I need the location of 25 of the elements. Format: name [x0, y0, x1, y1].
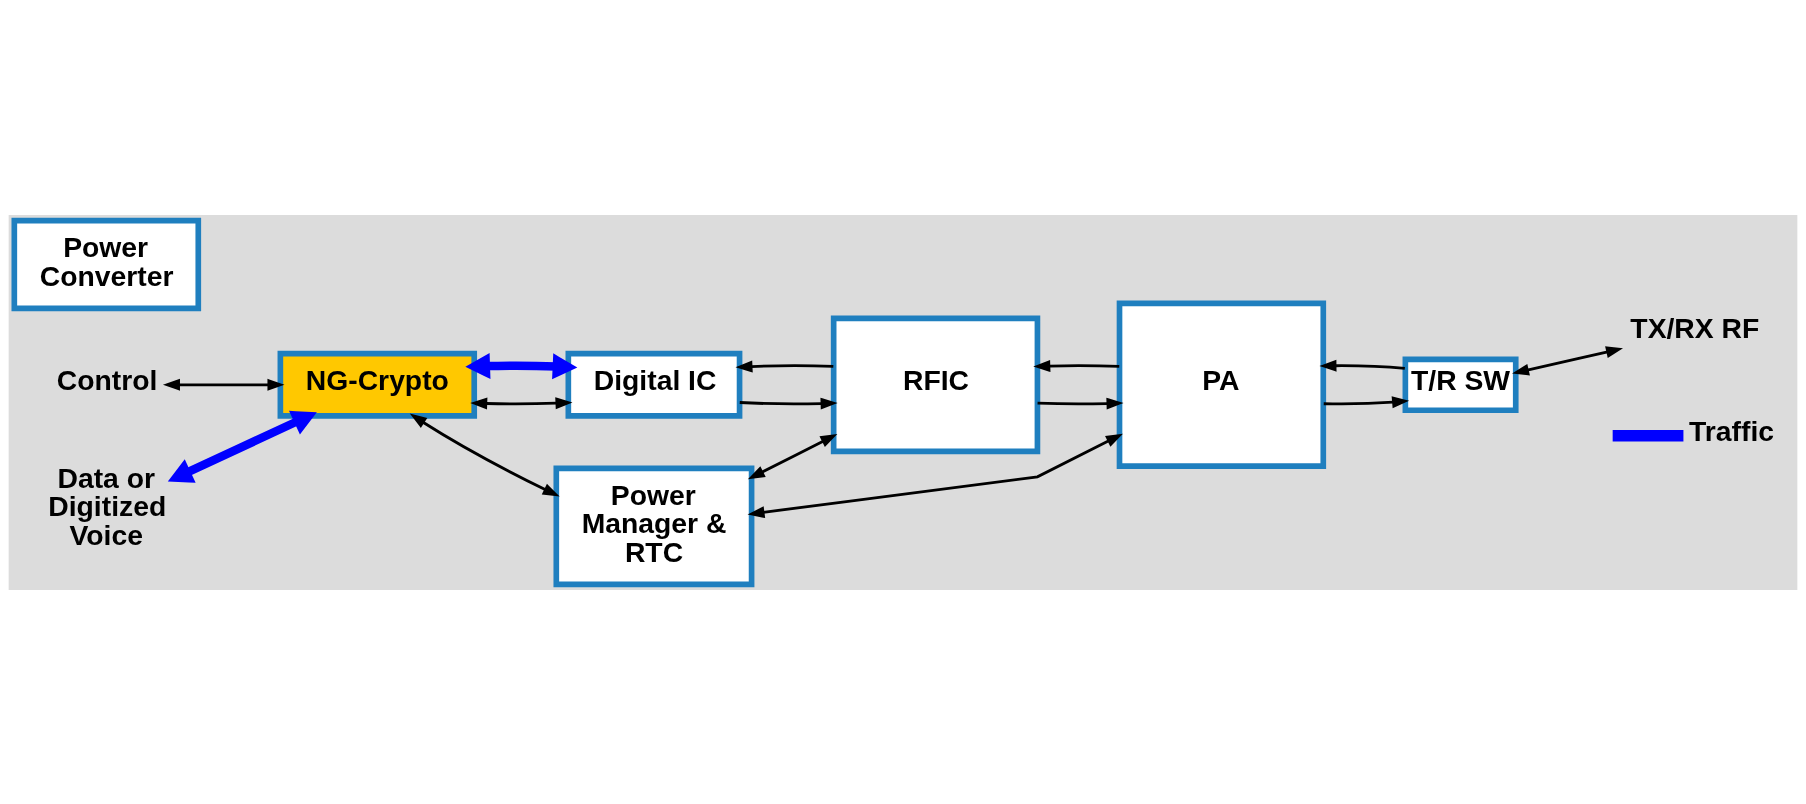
arrow	[162, 378, 285, 391]
node-box: T/R SW	[1402, 356, 1519, 413]
arrow	[747, 433, 838, 479]
node-text: TX/RX RF	[1630, 311, 1760, 344]
arrow	[747, 433, 1123, 518]
node-box: Power Manager & RTC	[553, 464, 755, 587]
node-box: PA	[1116, 300, 1327, 469]
node-text: Data or Digitized Voice	[48, 461, 167, 551]
arrow	[739, 397, 838, 410]
arrow	[1037, 397, 1124, 410]
arrow	[409, 413, 560, 497]
arrow	[465, 352, 578, 379]
node-box: NG-Crypto	[277, 350, 478, 419]
arrow	[735, 360, 834, 372]
arrow	[1323, 395, 1410, 408]
arrow	[167, 410, 317, 483]
node-box: RFIC	[830, 314, 1041, 454]
arrow	[1319, 359, 1405, 372]
arrow	[1033, 359, 1120, 372]
node-box: Digital IC	[565, 350, 743, 419]
node-text: Control	[56, 363, 158, 396]
node-box: Power Converter	[11, 217, 202, 311]
arrow	[1512, 345, 1624, 376]
arrow	[470, 396, 573, 409]
legend-label: Traffic	[1689, 414, 1775, 447]
